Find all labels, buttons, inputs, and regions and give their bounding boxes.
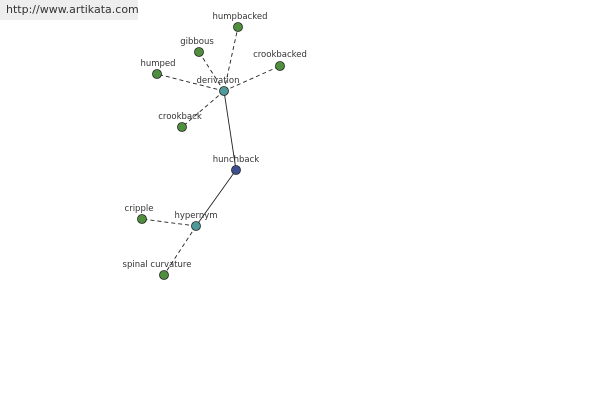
node-hunchback[interactable] — [231, 165, 241, 175]
edge-derivation-humpbacked — [223, 26, 239, 92]
node-gibbous[interactable] — [194, 47, 204, 57]
node-label-humped[interactable]: humped — [140, 59, 175, 69]
node-spinal-curvature[interactable] — [159, 270, 169, 280]
node-label-derivation[interactable]: derivation — [196, 76, 239, 86]
edge-hunchback-hypernym — [195, 169, 237, 227]
node-cripple[interactable] — [137, 214, 147, 224]
edge-derivation-crookbacked — [223, 65, 281, 92]
edge-hypernym-cripple — [141, 218, 197, 227]
node-label-crookbacked[interactable]: crookbacked — [253, 50, 307, 60]
node-crookbacked[interactable] — [275, 61, 285, 71]
node-humpbacked[interactable] — [233, 22, 243, 32]
node-label-gibbous[interactable]: gibbous — [180, 37, 214, 47]
node-label-hypernym[interactable]: hypernym — [174, 211, 217, 221]
node-hypernym[interactable] — [191, 221, 201, 231]
edge-derivation-humped — [156, 73, 225, 92]
label-layer: humpbacked gibbous crookbacked humped deriva… — [123, 12, 307, 270]
node-label-spinal-curvature[interactable]: spinal curvature — [123, 260, 192, 270]
edge-derivation-crookback — [181, 90, 225, 128]
edge-hunchback-derivation — [223, 90, 237, 171]
node-derivation[interactable] — [219, 86, 229, 96]
node-label-humpbacked[interactable]: humpbacked — [213, 12, 268, 22]
edge-derivation-gibbous — [198, 51, 225, 92]
node-crookback[interactable] — [177, 122, 187, 132]
node-humped[interactable] — [152, 69, 162, 79]
node-label-hunchback[interactable]: hunchback — [213, 155, 259, 165]
watermark-url: http://www.artikata.com — [6, 3, 139, 16]
node-label-crookback[interactable]: crookback — [158, 112, 202, 122]
edge-hypernym-spinal-curvature — [163, 225, 197, 276]
edge-layer — [141, 26, 281, 276]
node-layer — [137, 22, 285, 280]
watermark-bar: http://www.artikata.com — [0, 0, 139, 20]
node-label-cripple[interactable]: cripple — [125, 204, 154, 214]
